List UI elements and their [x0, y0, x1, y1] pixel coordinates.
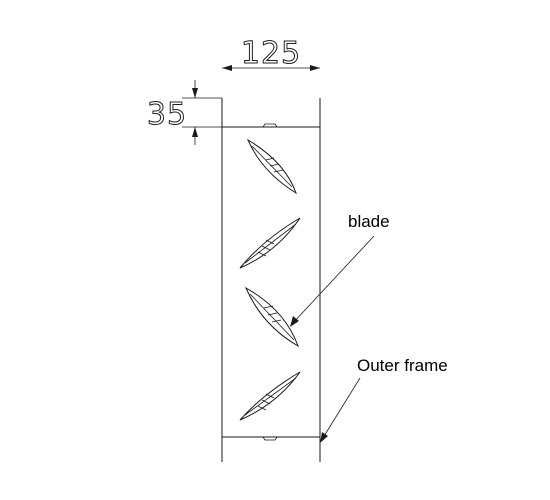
outer-frame-label: Outer frame: [357, 356, 448, 375]
blade: [244, 286, 299, 348]
blade: [239, 371, 301, 421]
blade: [239, 217, 301, 269]
height-dimension: 35: [146, 80, 222, 145]
width-dimension: 125: [222, 36, 320, 72]
height-label: 35: [147, 97, 187, 132]
blade-label: blade: [348, 212, 390, 231]
outer-frame: [221, 98, 321, 462]
outer-frame-callout: Outer frame: [320, 356, 448, 443]
blade-callout: blade: [290, 212, 390, 327]
width-label: 125: [241, 36, 301, 71]
blade: [246, 138, 297, 195]
